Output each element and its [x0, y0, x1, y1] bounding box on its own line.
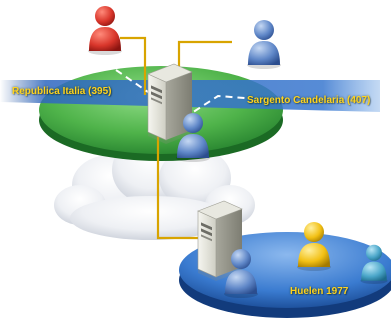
- node-label-republica-italia: Republica Italia (395): [12, 86, 112, 97]
- node-label-huelen: Huelen 1977: [290, 286, 349, 297]
- server-icon: [147, 63, 193, 145]
- cloud-icon: [54, 136, 255, 240]
- server-icon: [197, 200, 243, 282]
- node-label-sargento-candelaria: Sargento Candelaria (407): [247, 95, 371, 106]
- user-icon: [247, 20, 281, 69]
- user-icon: [88, 6, 122, 55]
